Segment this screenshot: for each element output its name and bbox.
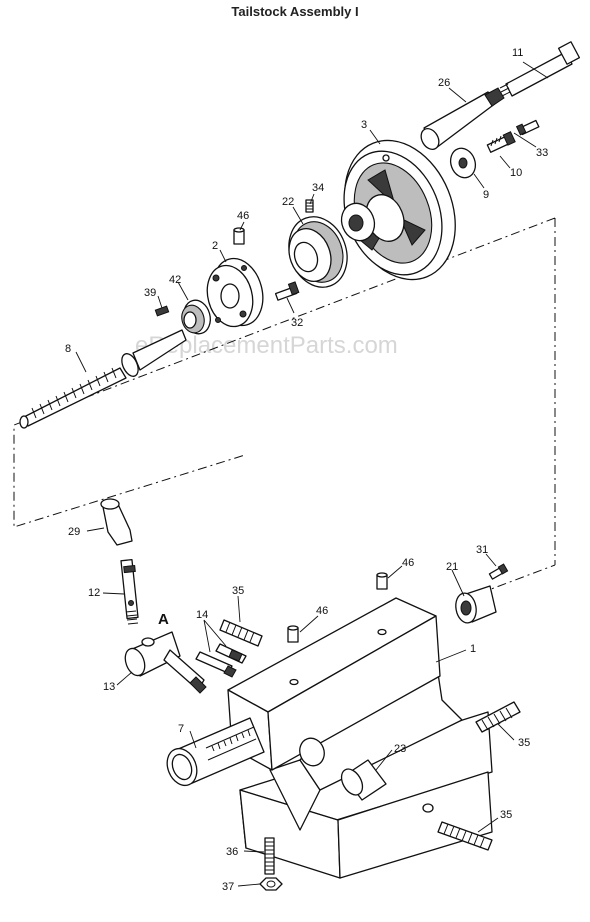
part-26-handle (420, 87, 505, 150)
callout-35-upper: 35 (232, 585, 244, 597)
callout-46-top: 46 (237, 210, 249, 222)
callout-10: 10 (510, 167, 522, 179)
part-14-studs (195, 643, 247, 678)
part-35-set-screw-upper (219, 619, 263, 647)
callout-42: 42 (169, 274, 181, 286)
part-39-key (154, 305, 170, 317)
part-11-bolt (499, 41, 581, 97)
callout-13: 13 (103, 681, 115, 693)
callout-3: 3 (361, 119, 367, 131)
part-10-screw (486, 131, 516, 153)
part-12-lever-stem (120, 558, 139, 625)
part-2-bracket (206, 257, 264, 328)
part-34-set-screw (305, 199, 314, 213)
callout-1: 1 (470, 643, 476, 655)
callout-9: 9 (483, 189, 489, 201)
part-23-plug (340, 759, 387, 801)
callout-29: 29 (68, 526, 80, 538)
part-31-screw (488, 563, 509, 580)
part-9-washer (449, 147, 477, 179)
callout-12: 12 (88, 587, 100, 599)
part-32-screw (274, 281, 300, 301)
callout-11: 11 (512, 47, 523, 59)
part-37-nut (259, 877, 283, 891)
callout-37: 37 (222, 881, 234, 893)
diagram-title: Tailstock Assembly I (231, 4, 359, 19)
part-46-pin-right (376, 572, 388, 590)
assembly-path-line (13, 217, 556, 601)
callout-23: 23 (394, 743, 406, 755)
callout-46-middle: 46 (316, 605, 328, 617)
part-3-handwheel (340, 139, 456, 281)
part-36-stud (264, 837, 275, 875)
callout-33: 33 (536, 147, 548, 159)
part-29-knob (100, 498, 133, 546)
callout-36: 36 (226, 846, 238, 858)
callout-46-right: 46 (402, 557, 414, 569)
part-21-bushing (455, 585, 497, 624)
part-46-pin-top (233, 227, 245, 245)
view-marker-a: A (158, 611, 169, 628)
callout-8: 8 (65, 343, 71, 355)
leader-lines (75, 61, 549, 887)
callout-34: 34 (312, 182, 324, 194)
callout-35-lower: 35 (500, 809, 512, 821)
part-7-quill (166, 717, 265, 787)
callout-2: 2 (212, 240, 218, 252)
callout-32: 32 (291, 317, 303, 329)
part-8-lead-screw (19, 329, 187, 429)
callout-26: 26 (438, 77, 450, 89)
callout-14: 14 (196, 609, 208, 621)
part-42-bearing (181, 299, 211, 335)
callout-7: 7 (178, 723, 184, 735)
callout-31: 31 (476, 544, 488, 556)
part-35-set-screw-lower (437, 821, 493, 851)
part-13-clamp-lever (124, 631, 207, 694)
part-33-screw (515, 119, 540, 136)
part-35-set-screw-right (475, 701, 521, 733)
part-22-graduated-collar (288, 216, 348, 288)
callout-39: 39 (144, 287, 156, 299)
callout-35-right: 35 (518, 737, 530, 749)
callout-21: 21 (446, 561, 458, 573)
part-46-pin-middle (287, 625, 299, 643)
callout-22: 22 (282, 196, 294, 208)
